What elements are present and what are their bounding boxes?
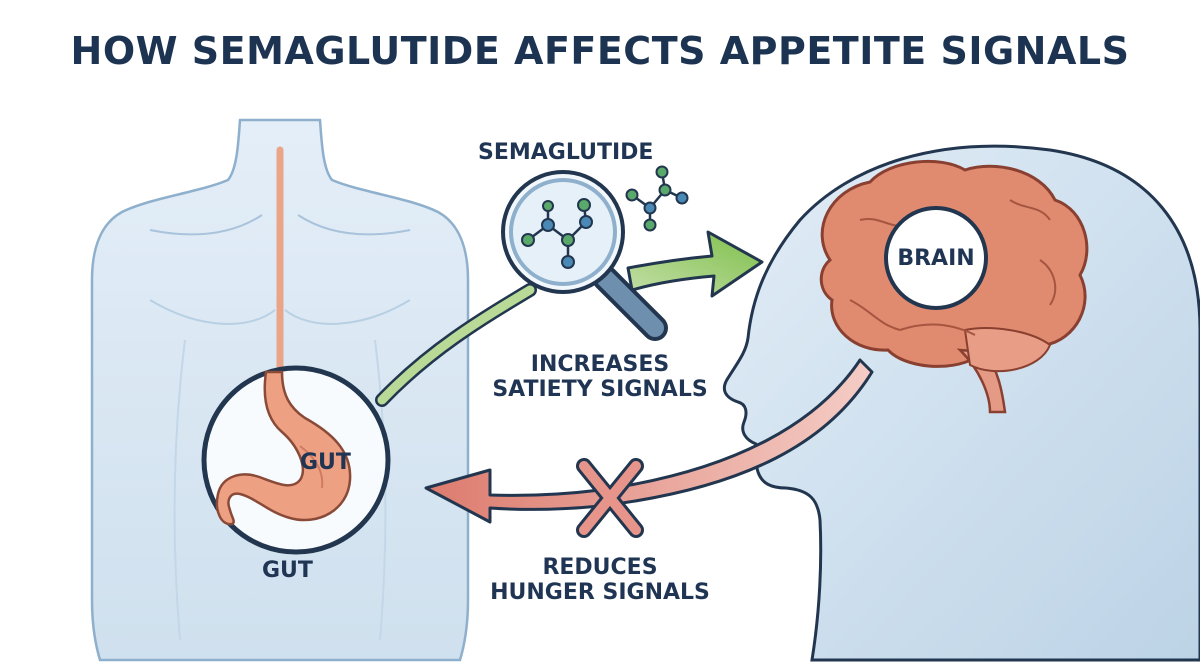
clavicle-right <box>297 214 411 236</box>
hunger-arrow <box>424 358 874 524</box>
satiety-arrow <box>375 230 764 407</box>
page-title: HOW SEMAGLUTIDE AFFECTS APPETITE SIGNALS <box>70 29 1130 73</box>
gut-body-label: GUT <box>262 558 313 583</box>
semaglutide-label: SEMAGLUTIDE <box>478 140 654 165</box>
gut-circle-ring <box>201 365 391 555</box>
magnifier-icon <box>501 170 668 341</box>
molecule-in-lens <box>521 198 593 269</box>
chest-line-left <box>149 299 276 325</box>
hunger-arrow-body <box>424 358 874 524</box>
block-x-icon <box>576 458 644 538</box>
increases-line-1: INCREASES <box>530 352 670 377</box>
stomach-icon <box>215 370 352 526</box>
increases-line-2: SATIETY SIGNALS <box>492 377 708 403</box>
brain-fold-5 <box>899 323 976 336</box>
stomach-fold <box>299 445 324 489</box>
brain-label-circle <box>884 206 988 310</box>
satiety-arrow-head <box>626 230 764 298</box>
reduces-hunger-label: REDUCES HUNGER SIGNALS <box>490 555 710 606</box>
brain-fold-2 <box>1009 199 1051 221</box>
magnifier-lens <box>509 178 617 286</box>
brain-label: BRAIN <box>897 246 975 271</box>
cerebellum <box>963 327 1052 373</box>
side-line-left <box>173 339 186 641</box>
brain-fold-4 <box>849 299 901 331</box>
gut-circle <box>201 365 391 555</box>
satiety-arrow-tail <box>377 285 535 405</box>
reduces-line-1: REDUCES <box>542 555 658 580</box>
increases-satiety-label: INCREASES SATIETY SIGNALS <box>490 352 710 403</box>
gut-stomach-label: GUT <box>300 450 351 475</box>
chest-line-right <box>284 299 411 325</box>
brain-icon <box>819 159 1089 414</box>
molecule-icon <box>625 165 689 232</box>
clavicle-left <box>149 214 263 236</box>
magnifier-handle <box>596 269 664 337</box>
brain-fold-3 <box>1039 259 1057 306</box>
reduces-line-2: HUNGER SIGNALS <box>490 580 710 606</box>
